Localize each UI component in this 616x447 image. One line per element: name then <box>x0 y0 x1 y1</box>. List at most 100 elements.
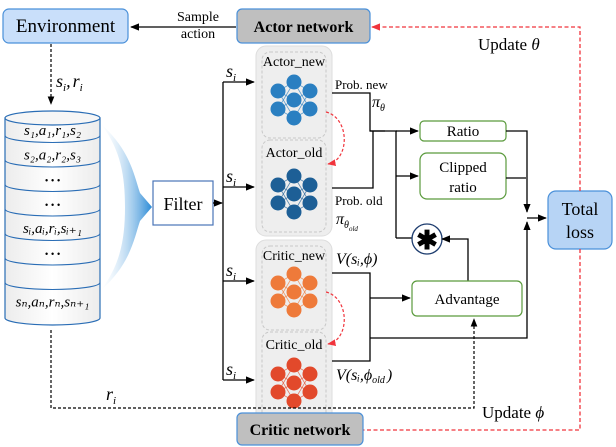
clipped-ratio-line1: Clipped <box>439 160 487 176</box>
update-theta-label: Update θ <box>478 35 540 54</box>
multiply-node: ✱ <box>411 223 443 255</box>
nn-node <box>302 101 318 117</box>
pi-theta-old-label: πθold <box>336 211 358 233</box>
environment-label: Environment <box>16 16 116 37</box>
actor-network-label: Actor network <box>254 19 354 36</box>
nn-node <box>286 168 302 184</box>
actor-new-label: Actor_new <box>263 55 326 70</box>
total-loss-line1: Total <box>562 199 599 219</box>
buffer-row: • • • <box>45 176 61 187</box>
nn-node <box>286 284 302 300</box>
nn-node <box>302 177 318 193</box>
nn-node <box>302 83 318 99</box>
actor-old-network-icon <box>270 168 318 220</box>
buffer-row-divider <box>4 257 101 266</box>
actor-old-frame <box>261 139 327 233</box>
nn-node <box>302 195 318 211</box>
si-label-critic-new: si <box>226 260 236 283</box>
nn-node <box>286 92 302 108</box>
nn-node <box>270 83 286 99</box>
total-loss-line2: loss <box>566 222 594 242</box>
update-phi-arrow <box>316 249 581 434</box>
buffer-row-divider <box>4 282 101 291</box>
sample-action-line2: action <box>181 27 215 42</box>
nn-node <box>286 357 302 373</box>
nn-node <box>286 393 302 409</box>
si-label-actor-old: si <box>226 166 236 189</box>
nn-node <box>270 366 286 382</box>
critic-network-box: Critic network <box>236 412 364 446</box>
buffer-row: sᵢ,aᵢ,rᵢ,sᵢ₊₁ <box>23 221 82 237</box>
buffer-row-divider <box>4 233 101 242</box>
critic-new-frame <box>261 245 327 331</box>
critic-old-frame <box>261 331 327 421</box>
advantage-label: Advantage <box>435 292 500 308</box>
sample-action-line1: Sample <box>177 10 219 25</box>
actor-network-box: Actor network <box>236 8 371 44</box>
buffer-row-divider <box>4 208 101 217</box>
nn-node <box>302 366 318 382</box>
advantage-box: Advantage <box>411 280 523 317</box>
pi-theta-label: πθ <box>372 94 385 114</box>
buffer-row: s₁,a₁,r₁,s₂ <box>24 123 81 139</box>
critic-new-network-icon <box>270 266 318 318</box>
buffer-row: • • • <box>45 201 61 212</box>
buffer-row: sₙ,aₙ,rₙ,sₙ₊₁ <box>16 295 90 311</box>
nn-node <box>270 101 286 117</box>
nn-node <box>270 275 286 291</box>
buffer-row: s₂,a₂,r₂,s₃ <box>24 148 81 164</box>
critic-network-label: Critic network <box>250 422 351 439</box>
ratio-label: Ratio <box>447 124 480 140</box>
update-theta-arrow <box>371 23 581 191</box>
multiply-icon: ✱ <box>416 226 438 255</box>
funnel-arrow <box>101 124 152 290</box>
v-new-label: V(sᵢ,ϕ) <box>336 251 377 268</box>
filter-label: Filter <box>164 194 203 214</box>
buffer-top <box>4 110 101 126</box>
si-ri-label: si,ri <box>56 71 83 94</box>
buffer-row-divider <box>4 135 101 144</box>
si-label-critic-old: si <box>226 359 236 382</box>
nn-node <box>302 275 318 291</box>
critic-copy-arrow <box>325 291 345 346</box>
si-label-actor-new: si <box>226 61 236 84</box>
buffer-row: • • • <box>45 250 61 261</box>
nn-node <box>286 375 302 391</box>
svg-text:si,ri: si,ri <box>56 71 83 94</box>
clipped-ratio-line2: ratio <box>449 180 477 196</box>
prob-old-label: Prob. old <box>335 193 383 208</box>
nn-node <box>286 110 302 126</box>
critic-output-wire <box>332 272 371 362</box>
buffer-body <box>4 117 101 326</box>
nn-node <box>286 74 302 90</box>
prob-new-label: Prob. new <box>335 77 388 92</box>
value-to-loss-wire <box>370 221 531 339</box>
nn-node <box>286 204 302 220</box>
clipped-ratio-box: Clipped ratio <box>419 152 507 200</box>
reward-dashed-arrow <box>50 318 478 409</box>
nn-node <box>302 384 318 400</box>
advantage-to-multiply-wire <box>441 235 469 281</box>
nn-node <box>270 384 286 400</box>
actor-new-network-icon <box>270 74 318 126</box>
buffer-row-divider <box>4 159 101 168</box>
prob-old-wire <box>332 131 374 189</box>
critic-old-network-icon <box>270 357 318 409</box>
ratio-box: Ratio <box>419 120 507 142</box>
buffer-row-divider <box>4 184 101 193</box>
v-old-label: V(sᵢ,ϕold) <box>336 367 392 386</box>
critic-new-label: Critic_new <box>263 249 326 264</box>
reward-label: ri <box>106 384 116 407</box>
actor-new-frame <box>261 51 327 139</box>
nn-node <box>286 266 302 282</box>
update-phi-label: Update ϕ <box>482 403 544 422</box>
nn-node <box>302 293 318 309</box>
nn-node <box>270 177 286 193</box>
actor-old-label: Actor_old <box>266 146 323 161</box>
replay-buffer: s₁,a₁,r₁,s₂ s₂,a₂,r₂,s₃ • • • • • • sᵢ,aᵢ,rᵢ… <box>4 110 101 326</box>
actor-copy-arrow <box>325 111 345 166</box>
filter-box: Filter <box>152 180 214 226</box>
environment-box: Environment <box>2 8 129 44</box>
ratio-to-loss-wire <box>506 130 531 213</box>
